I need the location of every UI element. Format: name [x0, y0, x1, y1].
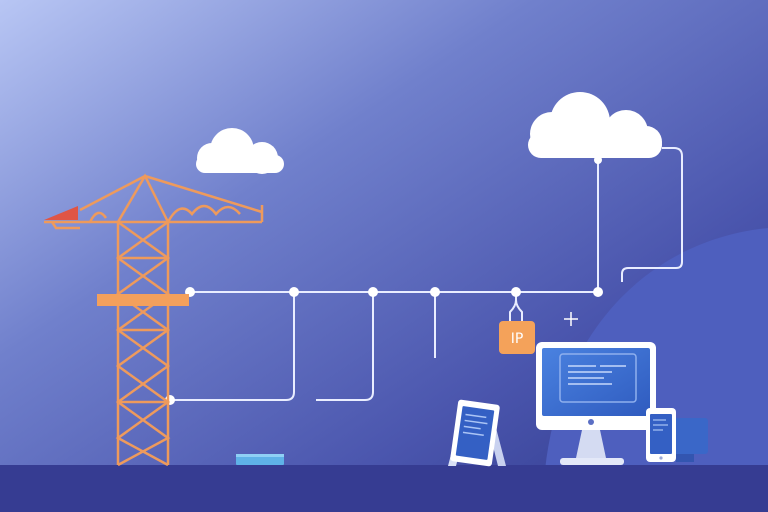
- desktop-monitor-icon: [536, 342, 656, 465]
- ip-badge: IP: [499, 321, 535, 354]
- crane-flag: [44, 206, 78, 220]
- phone-icon: [646, 408, 676, 462]
- crane-platform: [97, 294, 189, 306]
- network-nodes: [165, 156, 603, 405]
- ip-badge-label: IP: [511, 331, 524, 347]
- tablet-stand-icon: [448, 399, 506, 467]
- ground: [0, 465, 768, 512]
- cloud-icon: [528, 92, 662, 158]
- crane-icon: [44, 173, 264, 467]
- cloud-icon: [196, 128, 284, 174]
- network-lines: [170, 147, 683, 401]
- sparkle-icon: [564, 312, 578, 326]
